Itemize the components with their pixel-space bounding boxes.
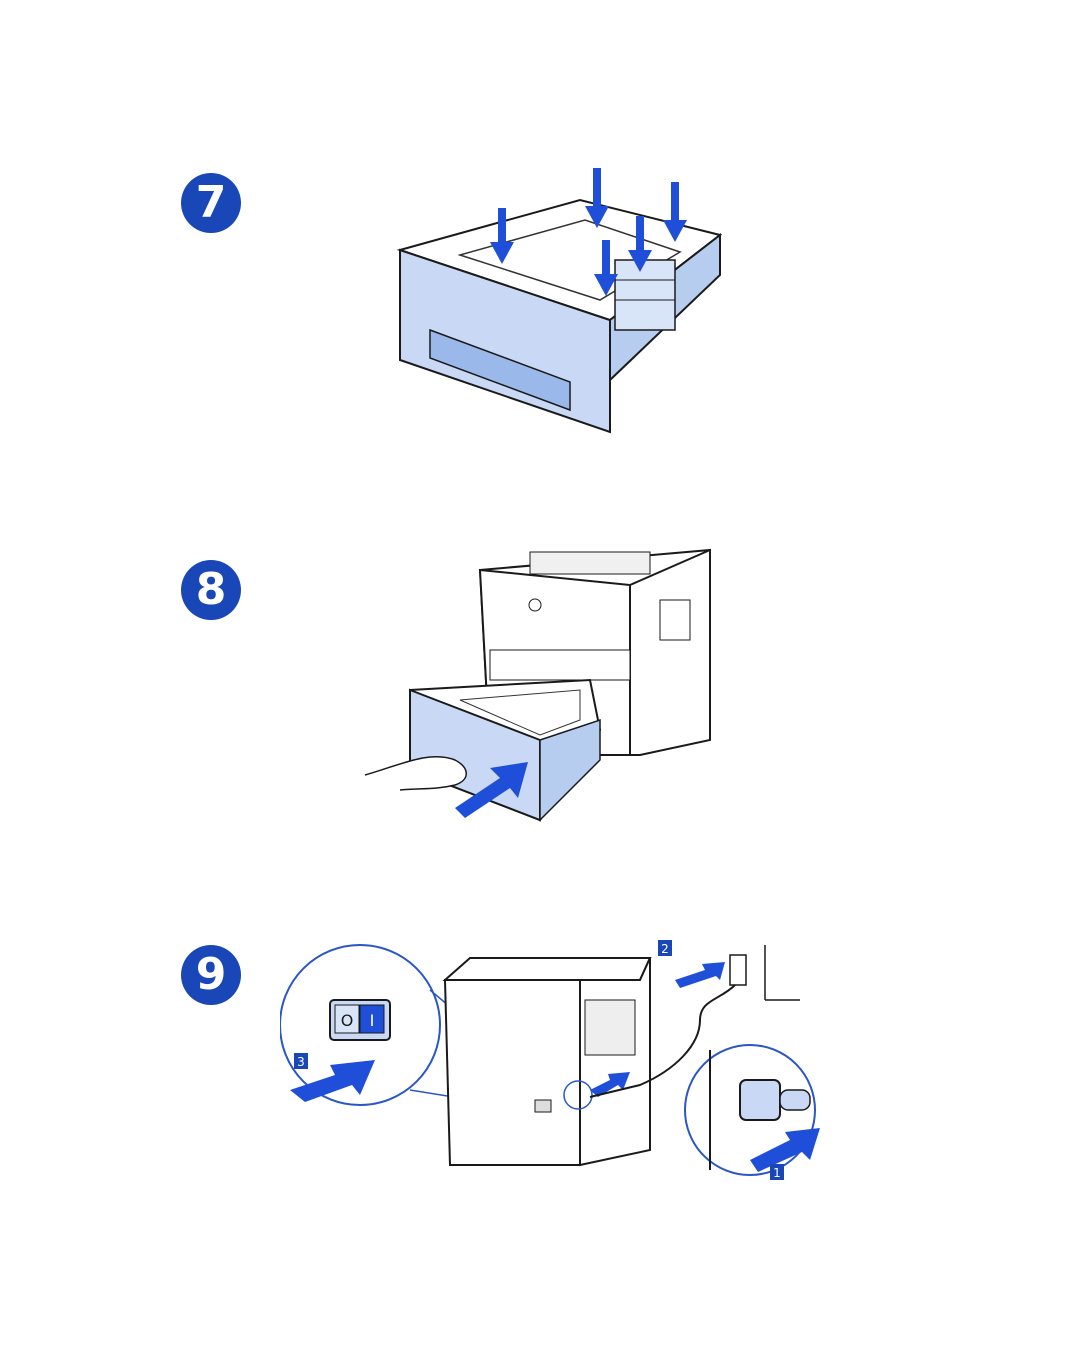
step-9: 9 O I 3 2: [0, 880, 1080, 1368]
step-8: 8: [0, 460, 1080, 880]
power-connection-illustration: O I 3 2 1: [280, 940, 820, 1180]
step-9-badge: 9: [181, 945, 241, 1005]
step-7-number: 7: [195, 177, 227, 228]
callout-3: 3: [297, 1055, 305, 1069]
paper-tray-illustration: [396, 168, 723, 434]
step-7-badge: 7: [181, 173, 241, 233]
step-8-number: 8: [195, 564, 227, 615]
switch-on-symbol: I: [370, 1011, 375, 1030]
callout-1: 1: [773, 1166, 781, 1180]
step-9-number: 9: [195, 949, 227, 1000]
step-7: 7: [0, 0, 1080, 460]
callout-2: 2: [661, 942, 669, 956]
switch-off-symbol: O: [341, 1011, 354, 1030]
printer-tray-insert-illustration: [364, 548, 711, 822]
step-8-badge: 8: [181, 560, 241, 620]
